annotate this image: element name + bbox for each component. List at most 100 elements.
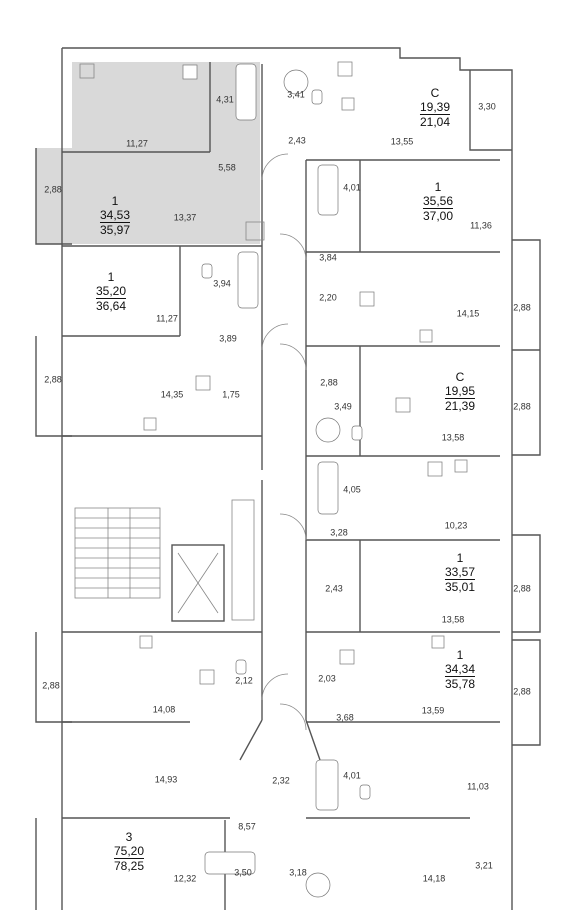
elevator-shaft — [171, 544, 225, 622]
room-area-label: 2,32 — [272, 775, 290, 786]
bathtub — [235, 63, 257, 121]
left-balconies — [35, 148, 72, 910]
room-area-label: 3,30 — [478, 101, 496, 112]
vent-shaft — [431, 635, 445, 649]
room-area-label: 10,23 — [444, 520, 468, 531]
room-area-label: 2,43 — [288, 135, 306, 146]
apartment-type: 1 — [107, 270, 115, 284]
apartment-area-total: 36,64 — [95, 299, 127, 313]
apartment-area: 35,56 — [422, 194, 454, 209]
room-area-label: 5,58 — [218, 162, 236, 173]
room-area-label: 14,35 — [160, 389, 184, 400]
vent-shaft — [139, 635, 153, 649]
room-area-label: 3,50 — [234, 867, 252, 878]
apartment-area-total: 35,01 — [444, 580, 476, 594]
stove — [182, 64, 198, 80]
apartment-area-total: 37,00 — [422, 209, 454, 223]
outer-wall — [61, 47, 513, 910]
bathtub — [204, 851, 256, 875]
room-area-label: 13,37 — [173, 212, 197, 223]
room-area-label: 3,18 — [289, 867, 307, 878]
apartment-label: C 19,95 21,39 — [444, 370, 476, 413]
stove — [199, 669, 215, 685]
elevator-shaft-2 — [231, 499, 255, 621]
apartment-area: 35,20 — [95, 284, 127, 299]
vent-shaft — [419, 329, 433, 343]
stairwell — [74, 507, 161, 599]
apartment-type: 1 — [456, 648, 464, 662]
room-area-label: 2,88 — [513, 302, 531, 313]
door-swing — [279, 343, 307, 371]
room-area-label: 13,55 — [390, 136, 414, 147]
room-area-label: 3,28 — [330, 527, 348, 538]
outer-wall-right-top — [469, 70, 512, 151]
door-swing — [279, 513, 307, 541]
door-swing — [279, 233, 307, 261]
stove — [195, 375, 211, 391]
corridor-walls — [239, 64, 321, 761]
room-area-label: 14,18 — [422, 873, 446, 884]
apartment-area: 34,53 — [99, 208, 131, 223]
bathtub — [317, 461, 339, 515]
room-area-label: 3,68 — [336, 712, 354, 723]
vent-shaft — [341, 97, 355, 111]
room-area-label: 2,88 — [320, 377, 338, 388]
room-area-label: 14,93 — [154, 774, 178, 785]
stove — [337, 61, 353, 77]
room-area-label: 2,12 — [235, 675, 253, 686]
toilet — [351, 425, 363, 441]
right-balconies — [512, 239, 541, 746]
room-area-label: 13,59 — [421, 705, 445, 716]
vent-shaft — [143, 417, 157, 431]
door-swing — [279, 703, 307, 731]
apartment-label: 3 75,20 78,25 — [113, 830, 145, 873]
shower-tray — [305, 872, 331, 898]
stove — [395, 397, 411, 413]
room-area-label: 2,43 — [325, 583, 343, 594]
apartment-area: 34,34 — [444, 662, 476, 677]
toilet — [235, 659, 247, 675]
room-area-label: 8,57 — [238, 821, 256, 832]
right-partitions — [306, 159, 500, 819]
apartment-type: C — [430, 86, 440, 100]
shower-tray — [283, 69, 309, 95]
apartment-area-total: 21,04 — [419, 115, 451, 129]
apartment-type: 1 — [456, 551, 464, 565]
apartment-area: 75,20 — [113, 844, 145, 859]
room-area-label: 12,32 — [173, 873, 197, 884]
room-area-label: 2,03 — [318, 673, 336, 684]
room-area-label: 4,05 — [343, 484, 361, 495]
shower-tray — [315, 417, 341, 443]
apartment-label: 1 35,56 37,00 — [422, 180, 454, 223]
apartment-label: 1 33,57 35,01 — [444, 551, 476, 594]
left-partitions — [62, 62, 262, 910]
apartment-area-total: 78,25 — [113, 859, 145, 873]
room-area-label: 11,36 — [470, 220, 492, 231]
room-area-label: 14,08 — [152, 704, 176, 715]
highlighted-apartment-balcony — [36, 148, 72, 244]
room-area-label: 1,75 — [222, 389, 240, 400]
toilet — [359, 784, 371, 800]
apartment-area: 19,95 — [444, 384, 476, 399]
room-area-label: 14,15 — [456, 308, 480, 319]
room-area-label: 3,94 — [213, 278, 231, 289]
room-area-label: 11,27 — [156, 313, 178, 324]
stair-steps — [75, 508, 160, 598]
apartment-type: 1 — [111, 194, 119, 208]
door-swing — [261, 323, 289, 351]
room-area-label: 2,88 — [513, 583, 531, 594]
apartment-label: C 19,39 21,04 — [419, 86, 451, 129]
room-area-label: 4,01 — [343, 182, 361, 193]
stove — [339, 649, 355, 665]
highlighted-apartment-main — [72, 62, 260, 244]
room-area-label: 13,58 — [441, 614, 465, 625]
apartment-area: 33,57 — [444, 565, 476, 580]
room-area-label: 2,88 — [44, 374, 62, 385]
apartment-label: 1 34,53 35,97 — [99, 194, 131, 237]
room-area-label: 13,58 — [441, 432, 465, 443]
room-area-label: 2,88 — [513, 686, 531, 697]
room-area-label: 4,01 — [343, 770, 361, 781]
apartment-type: C — [455, 370, 465, 384]
